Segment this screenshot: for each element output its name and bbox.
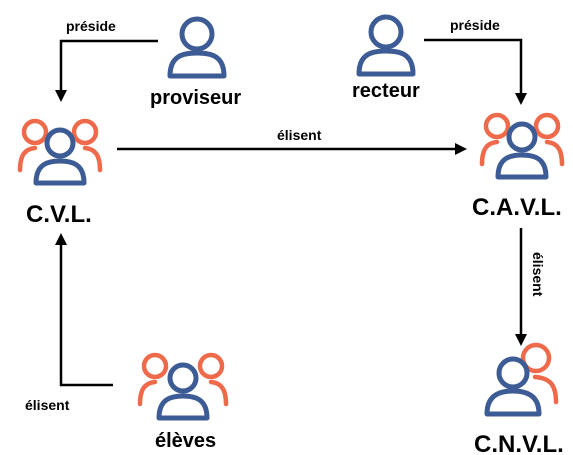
arrow-proviseur-to-cvl [55,39,158,102]
cvl-label: C.V.L. [26,201,92,228]
arrow-cvl-to-cavl [117,143,467,155]
edge-label-cavl-cnvl: élisent [530,252,546,297]
eleves-label: élèves [155,430,216,452]
arrow-cavl-to-cnvl [515,228,527,346]
cnvl-label: C.N.V.L. [474,431,564,455]
edge-label-recteur-cavl: préside [450,17,500,33]
cvl-group-icon [17,118,103,186]
edge-label-cvl-cavl: élisent [277,127,322,143]
edge-label-proviseur-cvl: préside [66,18,116,34]
edge-label-eleves-cvl: élisent [25,397,70,413]
proviseur-icon [167,16,227,79]
recteur-label: recteur [352,80,420,102]
arrow-eleves-to-cvl [55,233,113,387]
eleves-group-icon [137,352,229,421]
recteur-icon [356,14,416,77]
cnvl-pair-icon [484,342,559,417]
arrow-recteur-to-cavl [424,38,527,105]
cavl-group-icon [479,112,565,180]
cavl-label: C.A.V.L. [472,194,562,221]
proviseur-label: proviseur [150,87,241,109]
